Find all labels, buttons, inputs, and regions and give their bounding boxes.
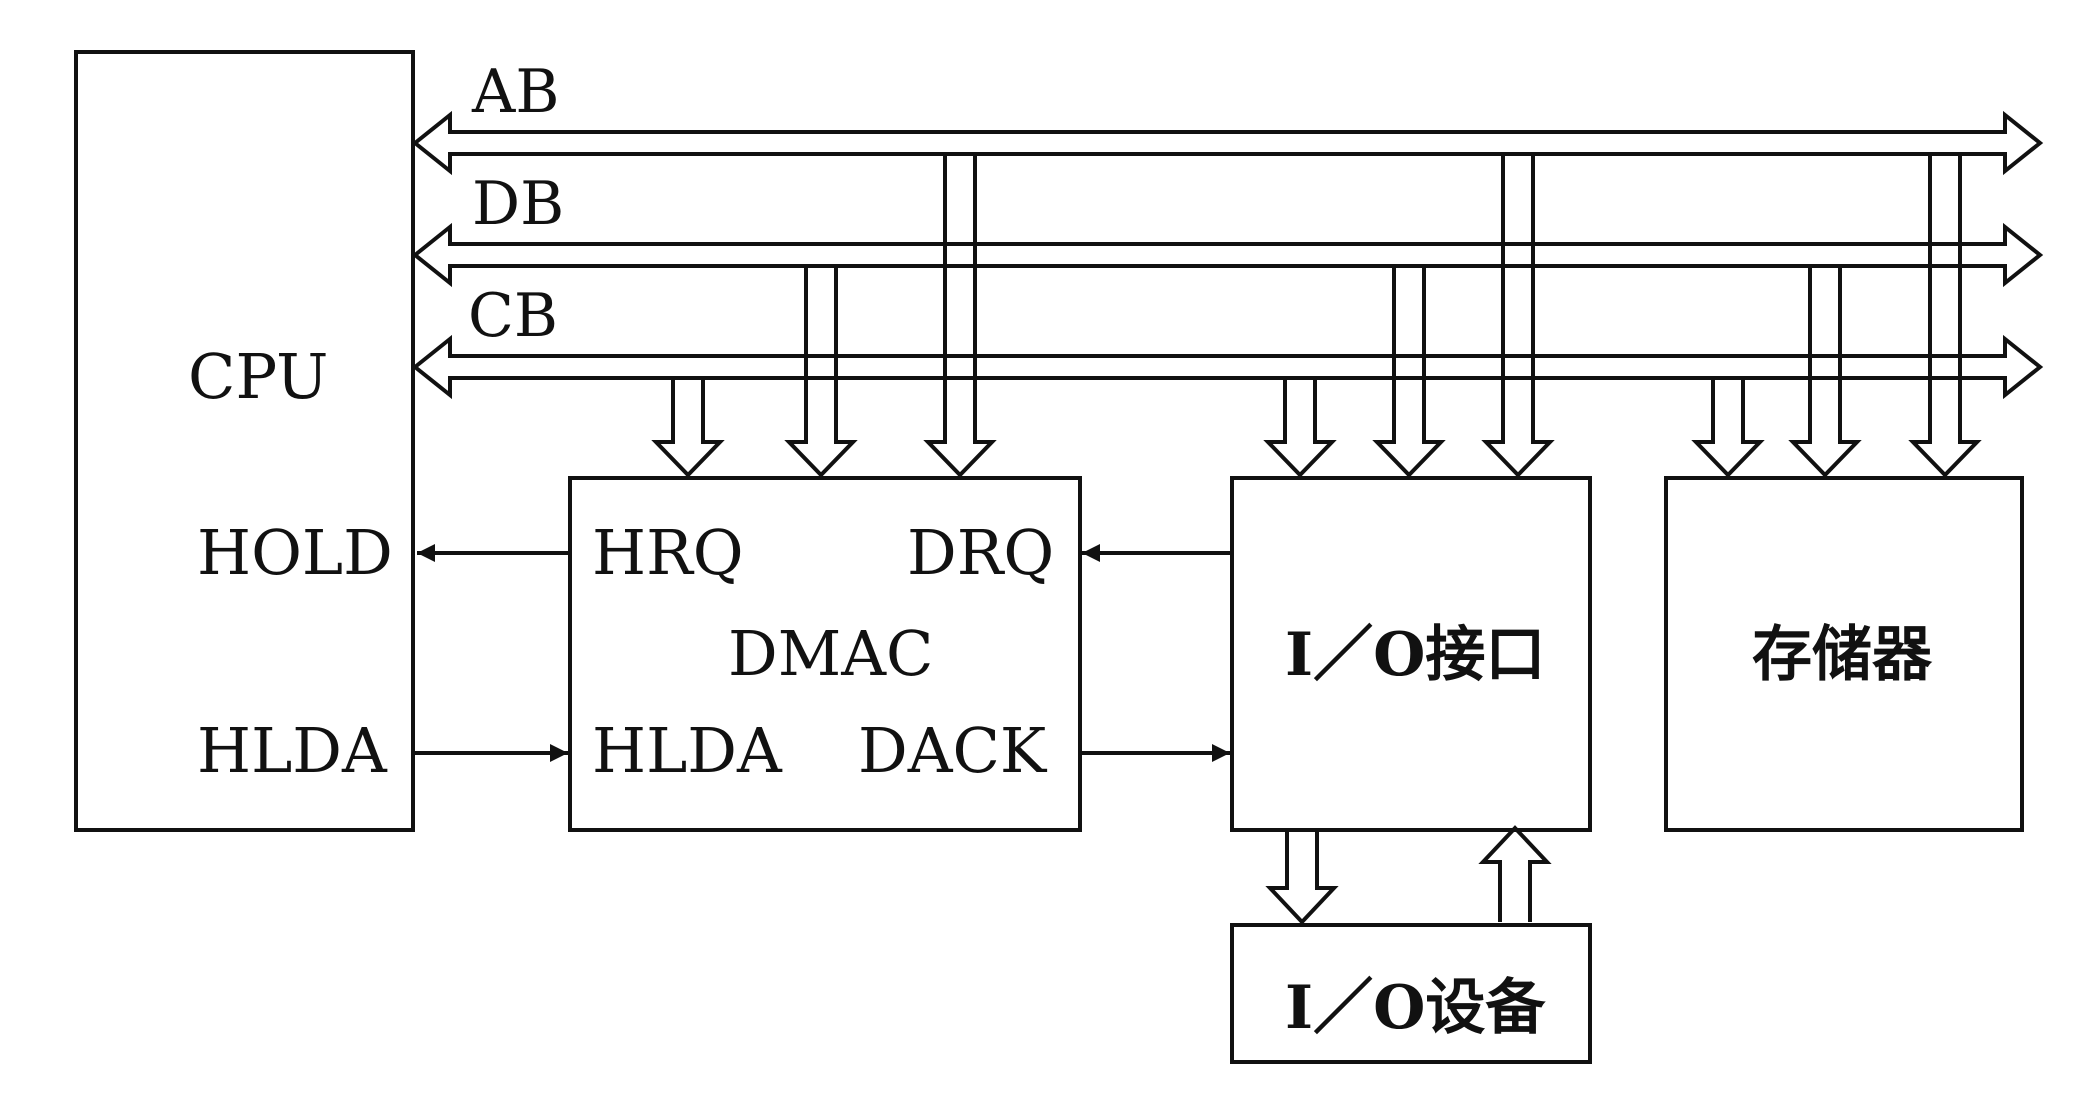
bus-label-cb: CB [468, 281, 558, 351]
io-device-label: I／O设备 [1285, 973, 1546, 1043]
mem-cb-tap [1691, 378, 1765, 478]
cpu-label: CPU [188, 340, 328, 413]
dmac-ab-tap [923, 154, 997, 478]
io-device-block [1230, 923, 1592, 1064]
dmac-cb-tap [651, 378, 725, 478]
address-bus [411, 110, 2044, 176]
io-cb-tap [1263, 378, 1337, 478]
dmac-hlda-label: HLDA [592, 714, 783, 787]
io-interface-label: I／O接口 [1285, 620, 1545, 690]
device-to-io-arrow [1478, 825, 1552, 922]
io-to-device-arrow [1265, 830, 1339, 925]
dmac-hrq-label: HRQ [592, 516, 744, 589]
bus-label-ab: AB [471, 57, 559, 127]
bus-label-db: DB [472, 169, 564, 239]
io-ab-tap [1481, 154, 1555, 478]
mem-ab-tap [1908, 154, 1982, 478]
control-bus [411, 334, 2044, 400]
dmac-drq-label: DRQ [907, 516, 1054, 589]
cpu-hold-label: HOLD [197, 516, 393, 589]
dmac-label: DMAC [728, 617, 933, 690]
io-db-tap [1372, 266, 1446, 478]
dmac-db-tap [784, 266, 858, 478]
memory-block [1664, 476, 2024, 832]
cpu-hlda-label: HLDA [197, 714, 388, 787]
mem-db-tap [1788, 266, 1862, 478]
memory-label: 存储器 [1752, 620, 1933, 690]
dmac-block [568, 476, 1082, 832]
cpu-block [74, 50, 415, 832]
io-interface-block [1230, 476, 1592, 832]
dmac-dack-label: DACK [858, 714, 1048, 787]
data-bus [411, 222, 2044, 288]
